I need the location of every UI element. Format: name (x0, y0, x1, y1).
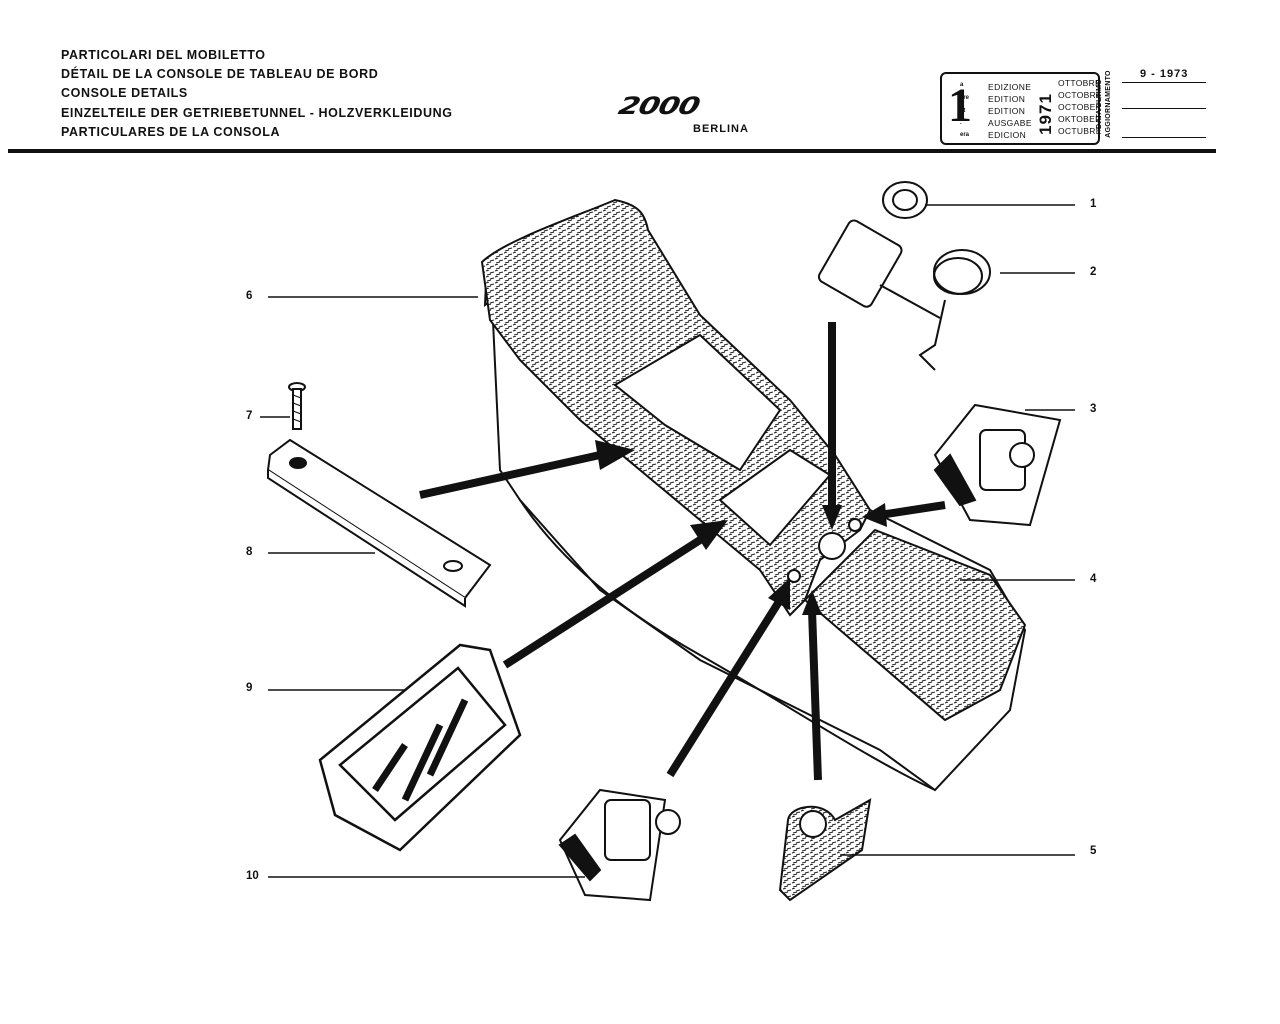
console-shift-opening (613, 333, 782, 472)
lighter-hole (818, 532, 846, 560)
callout-2: 2 (1090, 266, 1097, 278)
arrow-3 (879, 501, 946, 519)
edition-box: 1 a ere st . era EDIZIONE EDITION EDITIO… (940, 72, 1102, 145)
edition-suffix: a (960, 82, 964, 88)
header-rule (8, 149, 1216, 153)
title-german: EINZELTEILE DER GETRIEBETUNNEL - HOLZVER… (61, 105, 453, 120)
update-line (1122, 108, 1206, 109)
edition-month: OCTUBRE (1058, 126, 1102, 136)
edition-label: EDICION (988, 130, 1027, 140)
title-english: CONSOLE DETAILS (61, 86, 188, 101)
callout-8: 8 (246, 546, 253, 558)
pointer-arrows (419, 322, 946, 781)
edition-suffix: st (960, 108, 966, 114)
callout-3: 3 (1090, 403, 1097, 415)
callout-9: 9 (246, 682, 253, 694)
edition-suffix: ere (960, 95, 970, 101)
callout-10: 10 (246, 870, 259, 882)
arrow-9 (502, 536, 703, 669)
part-5-lighter-bezel (778, 798, 872, 902)
model-variant: BERLINA (693, 123, 749, 135)
callout-7: 7 (246, 410, 253, 422)
edition-month: OCTOBRE (1058, 90, 1102, 100)
part-10-switch (558, 788, 681, 902)
edition-label: EDIZIONE (988, 82, 1032, 92)
console-lower-curve (519, 499, 936, 791)
leader-lines (260, 204, 1075, 878)
small-switch-hole (787, 569, 801, 583)
update-line (1122, 137, 1206, 138)
update-line (1122, 82, 1206, 83)
part-9-ashtray (318, 643, 522, 852)
callout-4: 4 (1090, 573, 1097, 585)
console-assembly (480, 198, 1027, 792)
title-block: PARTICOLARI DEL MOBILETTO DÉTAIL DE LA C… (61, 46, 453, 142)
console-tray (803, 528, 1027, 722)
edition-suffix: era (960, 132, 970, 138)
edition-label: AUSGABE (988, 118, 1032, 128)
edition-label: EDITION (988, 94, 1026, 104)
edition-number: 1 (948, 79, 972, 132)
title-italian: PARTICOLARI DEL MOBILETTO (61, 48, 266, 62)
part-2-coil (918, 249, 991, 371)
part-3-switch (933, 403, 1062, 527)
part-8-bracket (266, 438, 492, 608)
part-1-cigarette-lighter (817, 181, 928, 308)
callout-5: 5 (1090, 845, 1097, 857)
title-spanish: PARTICULARES DE LA CONSOLA (61, 124, 281, 139)
edition-month: OCTOBER (1058, 102, 1102, 112)
callout-6: 6 (246, 290, 253, 302)
edition-month: OKTOBER (1058, 114, 1102, 124)
arrow-5 (808, 609, 822, 781)
edition-suffix: . (960, 120, 962, 126)
part-7-screw (288, 382, 306, 430)
edition-label: EDITION (988, 106, 1026, 116)
title-french: DÉTAIL DE LA CONSOLE DE TABLEAU DE BORD (61, 67, 379, 82)
arrow-6 (419, 451, 601, 499)
edition-month: OTTOBRE (1058, 78, 1102, 88)
last-update-value: 9 - 1973 (1140, 68, 1189, 80)
callout-1: 1 (1090, 198, 1097, 210)
leader-2-arrow (879, 284, 941, 319)
arrow-10 (666, 597, 784, 778)
switch-hole (848, 518, 862, 532)
